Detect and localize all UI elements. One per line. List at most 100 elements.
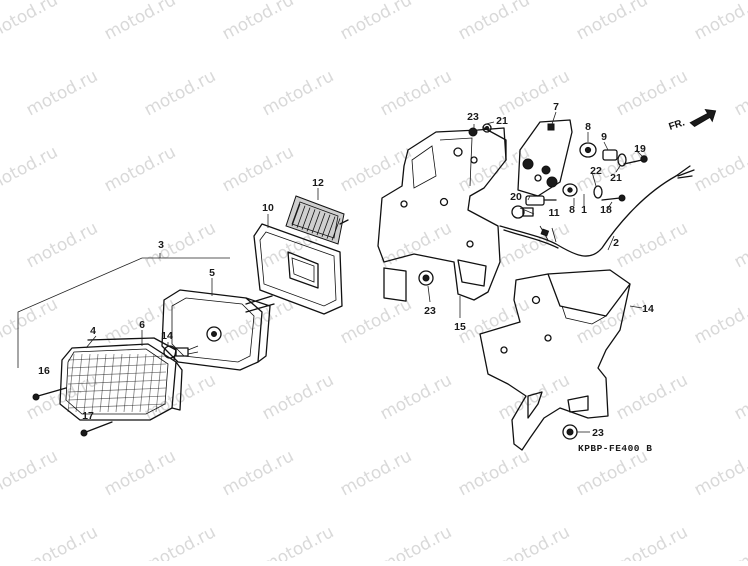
- callout-labels: 3 4 5 6 14 16 17 10 12 23 21 7 8 9 19 21…: [38, 101, 654, 439]
- watermark-text: motod.ru: [141, 522, 219, 561]
- lens-screw: [80, 421, 113, 437]
- leader-lines: [85, 111, 643, 349]
- callout-14: 14: [642, 303, 654, 315]
- callout-1: 1: [581, 204, 587, 216]
- callout-17: 18: [600, 204, 612, 216]
- watermark-text: motod.ru: [23, 522, 101, 561]
- watermark-text: motod.ru: [495, 66, 573, 120]
- callout-2: 2: [613, 237, 619, 249]
- callout-5: 5: [209, 267, 215, 279]
- mounting-bolt: [418, 270, 434, 303]
- watermark-text: motod.ru: [731, 66, 748, 120]
- watermark-text: motod.ru: [141, 218, 219, 272]
- watermark-text: motod.ru: [613, 66, 691, 120]
- callout-8a: 8: [585, 121, 591, 133]
- watermark-text: motod.ru: [23, 66, 101, 120]
- watermark-text: motod.ru: [0, 0, 61, 44]
- tail-light-lens: [59, 343, 183, 421]
- watermark-text: motod.ru: [0, 446, 61, 500]
- watermark-text: motod.ru: [495, 370, 573, 424]
- watermark-text: motod.ru: [259, 522, 337, 561]
- watermark-text: motod.ru: [691, 446, 748, 500]
- nut: [468, 127, 478, 137]
- watermark-text: motod.ru: [219, 0, 297, 44]
- watermark-text: motod.ru: [377, 218, 455, 272]
- callout-16a: 16: [38, 365, 50, 377]
- watermark-text: motod.ru: [101, 142, 179, 196]
- callout-11: 11: [548, 207, 559, 219]
- license-plate-bracket: [479, 269, 631, 451]
- watermark-text: motod.ru: [337, 0, 415, 44]
- watermark-text: motod.ru: [337, 294, 415, 348]
- wire-harness: [499, 165, 695, 257]
- mounting-bolt: [562, 424, 590, 440]
- watermark-text: motod.ru: [495, 522, 573, 561]
- watermark-text: motod.ru: [377, 522, 455, 561]
- watermark-text: motod.ru: [691, 0, 748, 44]
- callout-22: 23: [467, 111, 479, 123]
- watermark-text: motod.ru: [573, 0, 651, 44]
- tail-light-assembly: [17, 253, 275, 437]
- watermark-text: motod.ru: [613, 218, 691, 272]
- washer: [617, 153, 627, 167]
- watermark-text: motod.ru: [101, 446, 179, 500]
- watermark-text: motod.ru: [455, 0, 533, 44]
- license-light-socket: [525, 195, 557, 206]
- callout-6: 6: [139, 319, 145, 331]
- watermark-text: motod.ru: [495, 218, 573, 272]
- watermark-text: motod.ru: [613, 522, 691, 561]
- license-light-bulb: [511, 205, 534, 219]
- watermark-text: motod.ru: [573, 446, 651, 500]
- watermark-text: motod.ru: [259, 370, 337, 424]
- callout-23b: 23: [592, 427, 604, 439]
- rubber-grommet: [562, 183, 578, 197]
- collar: [602, 149, 618, 161]
- watermark-text: motod.ru: [691, 294, 748, 348]
- callout-21a: 21: [610, 172, 622, 184]
- watermark-text: motod.ru: [101, 0, 179, 44]
- watermark-text: motod.ru: [731, 370, 748, 424]
- callout-19: 20: [510, 191, 522, 203]
- callout-9: 9: [601, 131, 607, 143]
- watermark-text: motod.ru: [219, 446, 297, 500]
- watermark-text: motod.ru: [0, 294, 61, 348]
- rear-fender-bracket: [377, 127, 507, 302]
- bracket-screw: [601, 194, 626, 202]
- diagram-code: KPBP-FE400 B: [578, 443, 652, 454]
- callout-4: 4: [90, 325, 96, 337]
- watermark-text: motod.ru: [731, 522, 748, 561]
- license-light-lens: [253, 223, 343, 315]
- watermark-text: motod.ru: [455, 142, 533, 196]
- watermark-text: motod.ru: [141, 66, 219, 120]
- tail-light-housing: [161, 289, 275, 371]
- watermark-text: motod.ru: [455, 446, 533, 500]
- watermark-text: motod.ru: [259, 66, 337, 120]
- front-label: FR.: [668, 117, 687, 133]
- callout-12: 12: [312, 177, 324, 189]
- lens-screw: [32, 387, 67, 401]
- signal-bracket: [517, 119, 573, 197]
- watermark-text: motod.ru: [23, 218, 101, 272]
- watermark-text: motod.ru: [219, 142, 297, 196]
- watermark-text: motod.ru: [0, 142, 61, 196]
- callout-10: 10: [262, 202, 274, 214]
- tail-light-bulb: [163, 345, 199, 359]
- callout-20: 21: [496, 115, 508, 127]
- front-direction-indicator: FR.: [668, 108, 717, 133]
- callout-7: 7: [553, 101, 559, 113]
- watermark-text: motod.ru: [731, 218, 748, 272]
- watermark-text: motod.ru: [691, 142, 748, 196]
- callout-18: 19: [634, 143, 646, 155]
- bracket-screw: [623, 155, 648, 165]
- callout-21b: 22: [590, 165, 602, 177]
- watermark-text: motod.ru: [455, 294, 533, 348]
- callout-16b: 17: [82, 410, 94, 422]
- callout-13: 14: [161, 330, 173, 342]
- watermark-text: motod.ru: [377, 66, 455, 120]
- callout-15: 15: [454, 321, 466, 333]
- callout-23a: 23: [424, 305, 436, 317]
- callout-3: 3: [158, 239, 164, 251]
- callout-8b: 8: [569, 204, 575, 216]
